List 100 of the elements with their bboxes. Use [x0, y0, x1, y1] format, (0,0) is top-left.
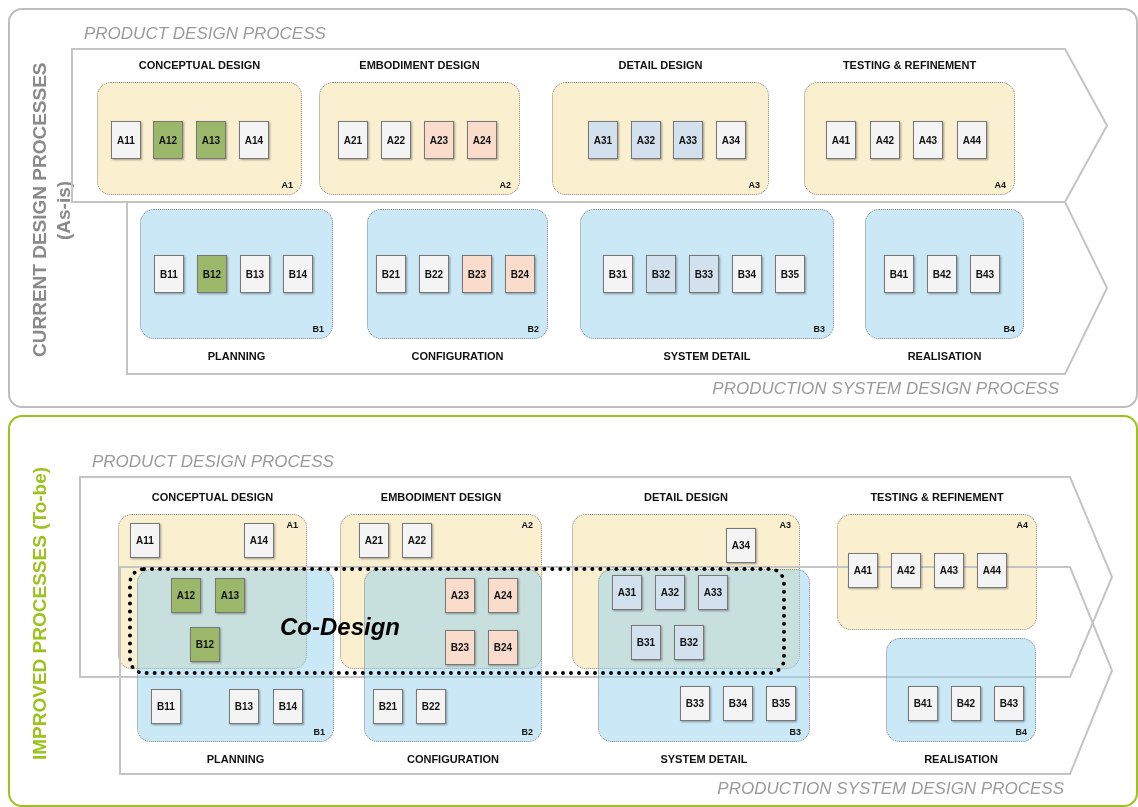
- phase-code: A3: [748, 180, 760, 190]
- phase-code: B3: [789, 727, 801, 737]
- phase-code: B3: [813, 324, 825, 334]
- process-heading: PRODUCTION SYSTEM DESIGN PROCESS: [717, 779, 1064, 799]
- task-box: B32: [646, 255, 676, 293]
- task-box: A12: [171, 578, 201, 613]
- task-box: B22: [419, 255, 449, 293]
- task-box: B33: [680, 686, 710, 721]
- task-box: A34: [726, 528, 756, 563]
- task-box: A42: [891, 553, 921, 588]
- task-box: A31: [588, 121, 618, 159]
- phase-code: B1: [313, 727, 325, 737]
- task-box: B22: [416, 689, 446, 724]
- phase-heading: PLANNING: [206, 753, 265, 765]
- task-box: B41: [908, 686, 938, 721]
- task-box: A42: [870, 121, 900, 159]
- phase-heading: TESTING & REFINEMENT: [842, 59, 977, 71]
- task-box: B13: [229, 689, 259, 724]
- task-box: A33: [698, 575, 728, 610]
- phase-code: A4: [994, 180, 1006, 190]
- task-box: B33: [689, 255, 719, 293]
- task-box: A33: [673, 121, 703, 159]
- phase-code: A4: [1016, 520, 1028, 530]
- task-box: B23: [445, 630, 475, 665]
- task-box: B34: [723, 686, 753, 721]
- task-box: A41: [826, 121, 856, 159]
- task-box: A23: [445, 578, 475, 613]
- phase-heading: TESTING & REFINEMENT: [870, 491, 1004, 503]
- task-box: B42: [927, 255, 957, 293]
- task-box: B23: [462, 255, 492, 293]
- phase-code: B2: [521, 727, 533, 737]
- task-box: A21: [338, 121, 368, 159]
- task-box: B24: [505, 255, 535, 293]
- task-box: A32: [655, 575, 685, 610]
- phase-heading: CONCEPTUAL DESIGN: [151, 491, 274, 503]
- task-box: B24: [488, 630, 518, 665]
- phase-code: A1: [281, 180, 293, 190]
- task-box: A11: [111, 121, 141, 159]
- phase-code: A3: [779, 520, 791, 530]
- task-box: B32: [674, 625, 704, 660]
- phase-heading: CONCEPTUAL DESIGN: [138, 59, 261, 71]
- task-box: A22: [381, 121, 411, 159]
- task-box: B31: [631, 625, 661, 660]
- process-heading: PRODUCT DESIGN PROCESS: [84, 24, 326, 44]
- process-panel: [8, 8, 1138, 408]
- panel-label: IMPROVED PROCESSES (To-be): [28, 465, 51, 762]
- phase-code: A1: [286, 520, 298, 530]
- process-panel: [8, 415, 1138, 807]
- task-box: A34: [716, 121, 746, 159]
- panel-label: CURRENT DESIGN PROCESSES (As-is): [28, 61, 75, 360]
- phase-heading: SYSTEM DETAIL: [663, 350, 751, 362]
- task-box: A14: [239, 121, 269, 159]
- phase-code: A2: [521, 520, 533, 530]
- process-heading: PRODUCT DESIGN PROCESS: [92, 452, 334, 472]
- task-box: B34: [732, 255, 762, 293]
- task-box: A44: [977, 553, 1007, 588]
- task-box: B13: [240, 255, 270, 293]
- task-box: A13: [215, 578, 245, 613]
- task-box: A12: [153, 121, 183, 159]
- task-box: A23: [424, 121, 454, 159]
- phase-heading: EMBODIMENT DESIGN: [359, 59, 480, 71]
- task-box: A41: [848, 553, 878, 588]
- task-box: A14: [244, 523, 274, 558]
- phase-heading: PLANNING: [207, 350, 266, 362]
- phase-code: B2: [527, 324, 539, 334]
- phase-heading: EMBODIMENT DESIGN: [380, 491, 502, 503]
- task-box: A22: [402, 523, 432, 558]
- task-box: B14: [273, 689, 303, 724]
- phase-heading: REALISATION: [924, 753, 998, 765]
- task-box: A24: [488, 578, 518, 613]
- task-box: A32: [631, 121, 661, 159]
- task-box: B42: [951, 686, 981, 721]
- phase-heading: DETAIL DESIGN: [618, 59, 703, 71]
- task-box: A11: [130, 523, 160, 558]
- task-box: B21: [373, 689, 403, 724]
- process-heading: PRODUCTION SYSTEM DESIGN PROCESS: [712, 379, 1059, 399]
- task-box: B14: [283, 255, 313, 293]
- task-box: A13: [196, 121, 226, 159]
- phase-heading: DETAIL DESIGN: [644, 491, 728, 503]
- phase-heading: SYSTEM DETAIL: [660, 753, 748, 765]
- phase-heading: REALISATION: [907, 350, 982, 362]
- task-box: B41: [884, 255, 914, 293]
- phase-code: B4: [1003, 324, 1015, 334]
- task-box: B12: [197, 255, 227, 293]
- task-box: A21: [359, 523, 389, 558]
- task-box: A43: [934, 553, 964, 588]
- task-box: B43: [994, 686, 1024, 721]
- task-box: B21: [376, 255, 406, 293]
- task-box: A44: [957, 121, 987, 159]
- task-box: B11: [154, 255, 184, 293]
- phase-heading: CONFIGURATION: [406, 753, 500, 765]
- task-box: B35: [766, 686, 796, 721]
- phase-heading: CONFIGURATION: [411, 350, 504, 362]
- phase-code: B4: [1015, 727, 1027, 737]
- task-box: A24: [467, 121, 497, 159]
- task-box: B31: [603, 255, 633, 293]
- task-box: B43: [970, 255, 1000, 293]
- task-box: A31: [612, 575, 642, 610]
- task-box: B11: [151, 689, 181, 724]
- task-box: A43: [913, 121, 943, 159]
